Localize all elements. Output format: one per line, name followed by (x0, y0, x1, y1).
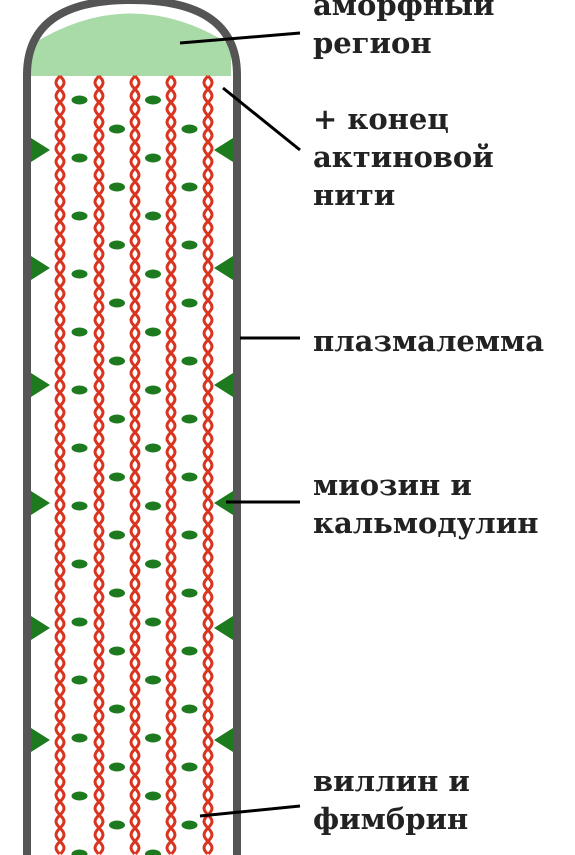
myosin-calmodulin-triangle (31, 373, 50, 397)
myosin-calmodulin-triangle (31, 491, 50, 515)
crosslinker (182, 647, 198, 656)
crosslinker (109, 821, 125, 830)
crosslinker (72, 270, 88, 279)
crosslinker (182, 183, 198, 192)
crosslinker (109, 183, 125, 192)
crosslinker (145, 270, 161, 279)
myosin-calmodulin-triangle (31, 256, 50, 280)
crosslinker (109, 705, 125, 714)
label-villin-fimbrin: виллин и фимбрин (313, 762, 470, 838)
crosslinker (72, 96, 88, 105)
crosslinker (145, 502, 161, 511)
crosslinker (182, 531, 198, 540)
crosslinker (72, 792, 88, 801)
crosslinker (145, 386, 161, 395)
crosslinker (72, 850, 88, 855)
crosslinker (72, 386, 88, 395)
crosslinker (182, 821, 198, 830)
crosslinker (145, 328, 161, 337)
myosin-calmodulin-triangle (214, 616, 233, 640)
crosslinker (109, 241, 125, 250)
crosslinker (182, 299, 198, 308)
leader-line-villin-fimbrin (200, 806, 300, 816)
crosslinker (145, 792, 161, 801)
myosin-calmodulin-triangle (31, 616, 50, 640)
crosslinker (145, 154, 161, 163)
crosslinker (182, 415, 198, 424)
label-myosin-calmodulin: миозин и кальмодулин (313, 466, 538, 542)
crosslinker (109, 473, 125, 482)
myosin-calmodulin-triangle (214, 728, 233, 752)
crosslinker (109, 589, 125, 598)
crosslinker (182, 763, 198, 772)
myosin-calmodulin-triangle (31, 728, 50, 752)
crosslinker (72, 212, 88, 221)
crosslinker (145, 618, 161, 627)
crosslinker (109, 299, 125, 308)
amorphous-region (31, 14, 231, 77)
crosslinker (72, 560, 88, 569)
crosslinker (109, 357, 125, 366)
myosin-calmodulin-triangle (31, 138, 50, 162)
crosslinker (109, 415, 125, 424)
myosin-calmodulin-triangle (214, 138, 233, 162)
label-plasmalemma: плазмалемма (313, 322, 544, 360)
crosslinker (72, 618, 88, 627)
label-plus-end-actin: + конец актиновой нити (313, 100, 494, 214)
crosslinker (182, 473, 198, 482)
crosslinker (109, 125, 125, 134)
crosslinker (182, 589, 198, 598)
myosin-calmodulin-triangle (214, 373, 233, 397)
crosslinker (145, 560, 161, 569)
crosslinker (182, 241, 198, 250)
crosslinker (72, 502, 88, 511)
label-amorphous-region: аморфный регион (313, 0, 495, 62)
crosslinker (182, 125, 198, 134)
crosslinker (145, 212, 161, 221)
crosslinker (145, 734, 161, 743)
crosslinker (182, 357, 198, 366)
crosslinker (182, 705, 198, 714)
crosslinker (145, 676, 161, 685)
crosslinker (72, 444, 88, 453)
crosslinker (109, 531, 125, 540)
crosslinker (145, 850, 161, 855)
myosin-calmodulin-triangle (214, 256, 233, 280)
crosslinker (72, 734, 88, 743)
crosslinker (109, 763, 125, 772)
crosslinker (109, 647, 125, 656)
crosslinker (145, 96, 161, 105)
crosslinker (72, 154, 88, 163)
crosslinker (145, 444, 161, 453)
crosslinker (72, 328, 88, 337)
crosslinker (72, 676, 88, 685)
